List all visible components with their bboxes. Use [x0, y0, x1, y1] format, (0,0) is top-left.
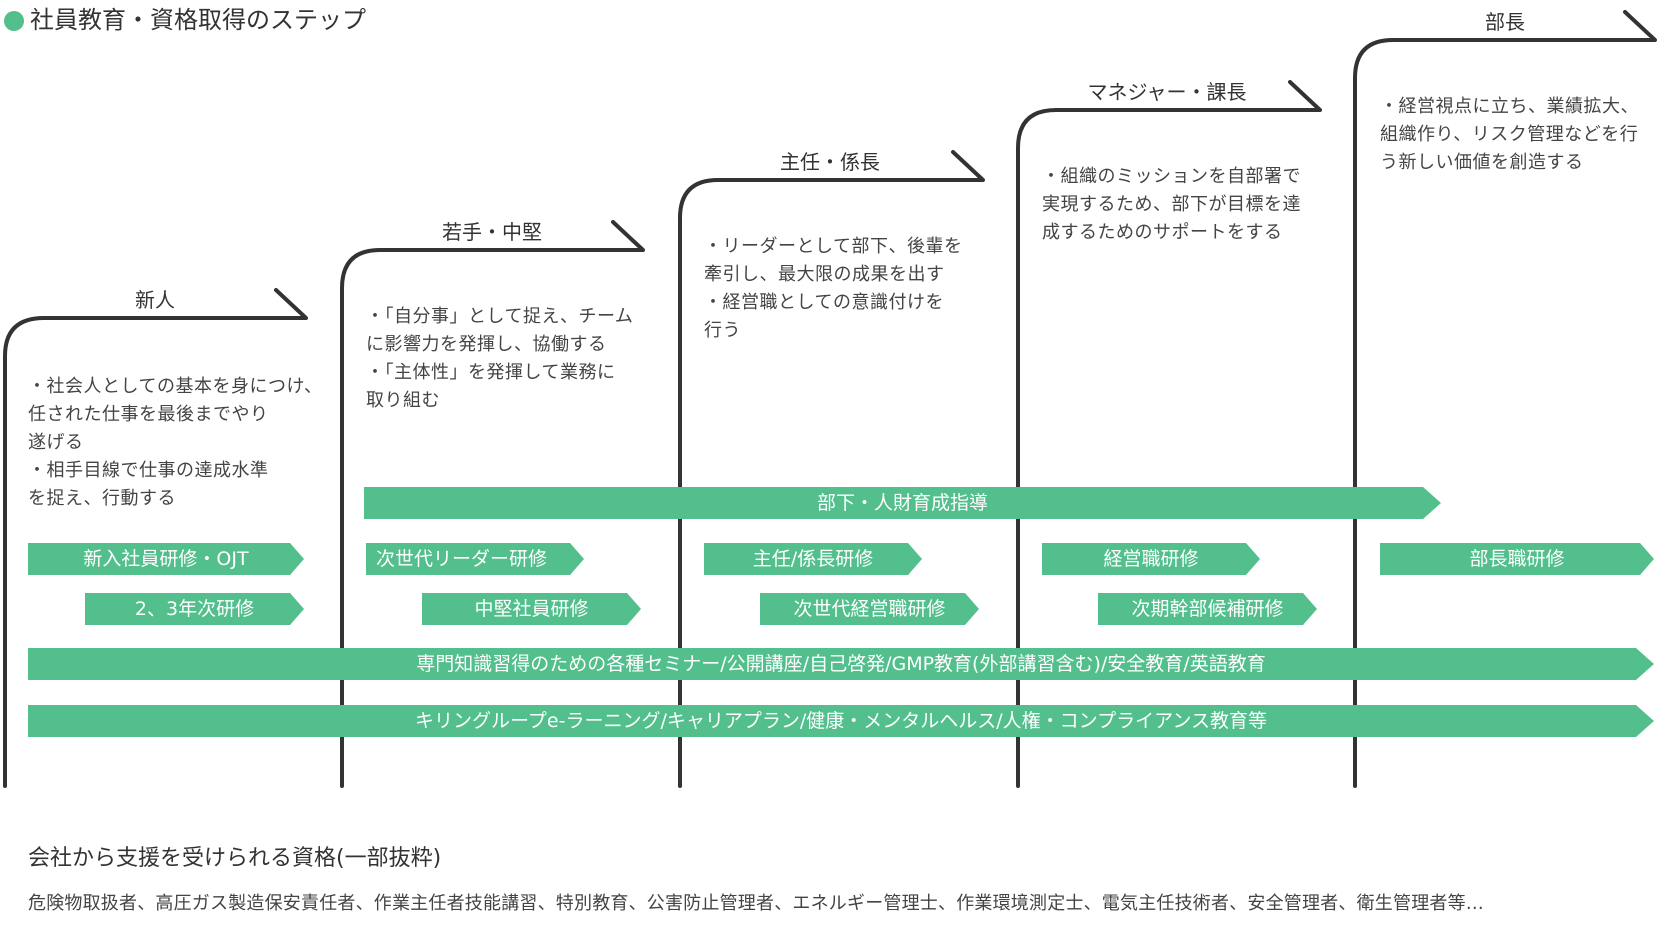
training-arrow-next-leader: 次世代リーダー研修: [366, 543, 584, 575]
step-line-4: [1016, 80, 1322, 788]
step-line-2: [340, 220, 645, 788]
training-arrow-executive-candidate: 次期幹部候補研修: [1098, 593, 1317, 625]
stage-label-3: 主任・係長: [780, 150, 880, 174]
stage-description-2: ・「自分事」として捉え、チーム に影響力を発揮し、協働する ・「主体性」を発揮し…: [366, 303, 633, 415]
common-program-arrow-1: 専門知識習得のための各種セミナー/公開講座/自己啓発/GMP教育(外部講習含む)…: [28, 648, 1654, 680]
desc-line: ・相手目線で仕事の達成水準: [28, 460, 269, 481]
desc-line: う新しい価値を創造する: [1380, 152, 1584, 173]
desc-line: を捉え、行動する: [28, 488, 176, 509]
training-arrow-director: 部長職研修: [1380, 543, 1654, 575]
desc-line: 任された仕事を最後までやり: [28, 404, 269, 425]
qualifications-list: 危険物取扱者、高圧ガス製造保安責任者、作業主任者技能講習、特別教育、公害防止管理…: [28, 893, 1484, 914]
desc-line: に影響力を発揮し、協働する: [366, 334, 607, 355]
stage-label-2: 若手・中堅: [442, 220, 542, 244]
desc-line: ・リーダーとして部下、後輩を: [704, 236, 963, 257]
title-bullet-icon: [4, 11, 24, 31]
stage-label-1: 新人: [135, 288, 175, 312]
step-line-5: [1353, 10, 1657, 788]
stage-label-5: 部長: [1485, 10, 1525, 34]
desc-line: ・経営職としての意識付けを: [704, 292, 944, 313]
step-line-3: [678, 150, 985, 788]
mentoring-arrow: 部下・人財育成指導: [364, 487, 1441, 519]
training-arrow-next-management: 次世代経営職研修: [760, 593, 979, 625]
desc-line: ・社会人としての基本を身につけ、: [28, 376, 323, 397]
stage-description-1: ・社会人としての基本を身につけ、 任された仕事を最後までやり 遂げる ・相手目線…: [28, 373, 323, 513]
desc-line: 実現するため、部下が目標を達: [1042, 194, 1301, 215]
desc-line: ・経営視点に立ち、業績拡大、: [1380, 96, 1639, 117]
desc-line: 遂げる: [28, 432, 84, 453]
stage-description-5: ・経営視点に立ち、業績拡大、 組織作り、リスク管理などを行 う新しい価値を創造す…: [1380, 93, 1639, 177]
desc-line: 行う: [704, 320, 741, 341]
training-arrow-new-hire: 新入社員研修・OJT: [28, 543, 304, 575]
qualifications-heading: 会社から支援を受けられる資格(一部抜粋): [28, 846, 442, 871]
training-arrow-mid-career: 中堅社員研修: [422, 593, 641, 625]
desc-line: 取り組む: [366, 390, 440, 411]
stage-label-4: マネジャー・課長: [1087, 80, 1247, 104]
common-program-arrow-2: キリングループe-ラーニング/キャリアプラン/健康・メンタルヘルス/人権・コンプ…: [28, 705, 1654, 737]
desc-line: 成するためのサポートをする: [1042, 222, 1283, 243]
desc-line: ・「主体性」を発揮して業務に: [366, 362, 616, 383]
step-line-1: [3, 288, 308, 788]
desc-line: 牽引し、最大限の成果を出す: [704, 264, 945, 285]
stage-description-4: ・組織のミッションを自部署で 実現するため、部下が目標を達 成するためのサポート…: [1042, 163, 1301, 247]
desc-line: ・「自分事」として捉え、チーム: [366, 306, 634, 327]
page-title: 社員教育・資格取得のステップ: [4, 0, 366, 35]
desc-line: ・組織のミッションを自部署で: [1042, 166, 1301, 187]
desc-line: 組織作り、リスク管理などを行: [1380, 124, 1639, 145]
training-arrow-management: 経営職研修: [1042, 543, 1260, 575]
training-arrow-2nd-3rd-year: 2、3年次研修: [85, 593, 304, 625]
stage-description-3: ・リーダーとして部下、後輩を 牽引し、最大限の成果を出す ・経営職としての意識付…: [704, 233, 962, 345]
title-text: 社員教育・資格取得のステップ: [30, 6, 366, 34]
training-arrow-chief: 主任/係長研修: [704, 543, 922, 575]
